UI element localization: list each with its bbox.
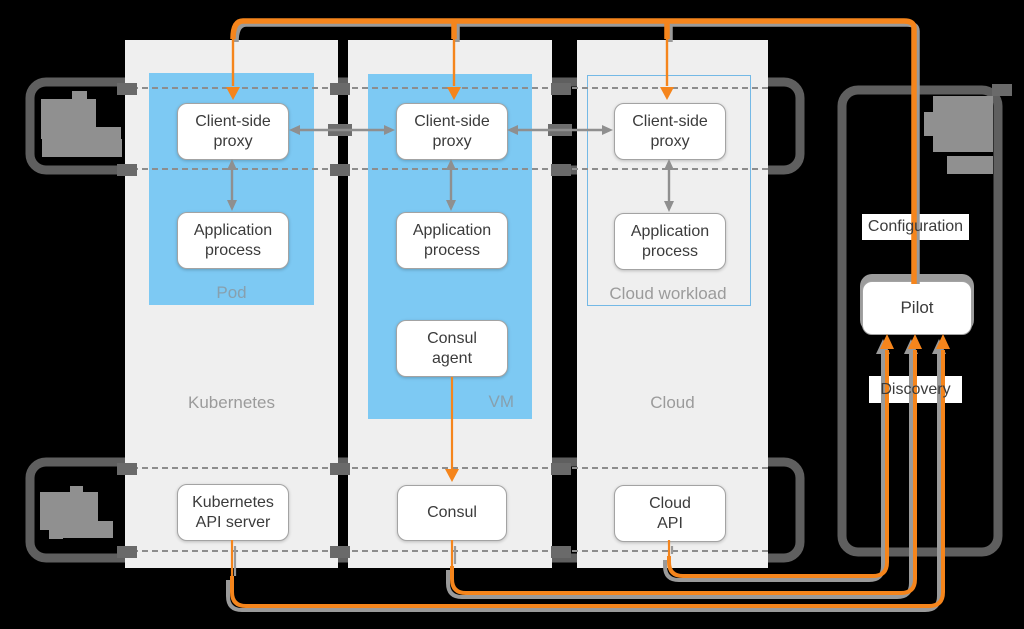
band-tick — [117, 546, 137, 558]
redacted-label-bottom-left — [40, 486, 113, 539]
kubernetes-api-server-box: Kubernetes API server — [177, 484, 289, 541]
application-process-box-vm: Application process — [396, 212, 508, 269]
client-side-proxy-box-cloud: Client-side proxy — [614, 103, 726, 160]
discovery-label: Discovery — [880, 380, 951, 398]
kubernetes-label: Kubernetes — [188, 393, 275, 412]
consul-agent-box: Consul agent — [396, 320, 508, 377]
band-tick — [551, 164, 571, 176]
platform-band-bottom-line — [122, 550, 768, 552]
band-tick — [551, 83, 571, 95]
band-tick — [330, 463, 350, 475]
discovery-arrowhead-shadows — [876, 339, 946, 354]
band-tick — [117, 164, 137, 176]
pilot-box: Pilot — [862, 281, 972, 335]
band-tick — [117, 83, 137, 95]
band-tick — [330, 164, 350, 176]
pod-label: Pod — [216, 283, 247, 302]
band-tick — [117, 463, 137, 475]
band-tick — [551, 546, 571, 558]
client-side-proxy-box-vm: Client-side proxy — [396, 103, 508, 160]
redacted-label-top-right — [924, 96, 993, 174]
band-tick — [551, 463, 571, 475]
consul-box: Consul — [397, 485, 507, 541]
band-tick — [330, 546, 350, 558]
cloud-workload-label: Cloud workload — [609, 284, 727, 303]
platform-band-top-line — [122, 467, 768, 469]
cloud-api-box: Cloud API — [614, 485, 726, 542]
mesh-band-bottom-line — [122, 168, 768, 170]
configuration-label: Configuration — [867, 218, 964, 235]
band-tick — [330, 83, 350, 95]
application-process-box-cloud: Application process — [614, 213, 726, 270]
cloud-label: Cloud — [650, 393, 695, 412]
mesh-band-top-line — [122, 87, 768, 89]
redacted-label-top-left — [41, 91, 122, 157]
band-tick — [992, 84, 1012, 96]
vm-label: VM — [488, 392, 515, 411]
client-side-proxy-box-kubernetes: Client-side proxy — [177, 103, 289, 160]
application-process-box-kubernetes: Application process — [177, 212, 289, 269]
